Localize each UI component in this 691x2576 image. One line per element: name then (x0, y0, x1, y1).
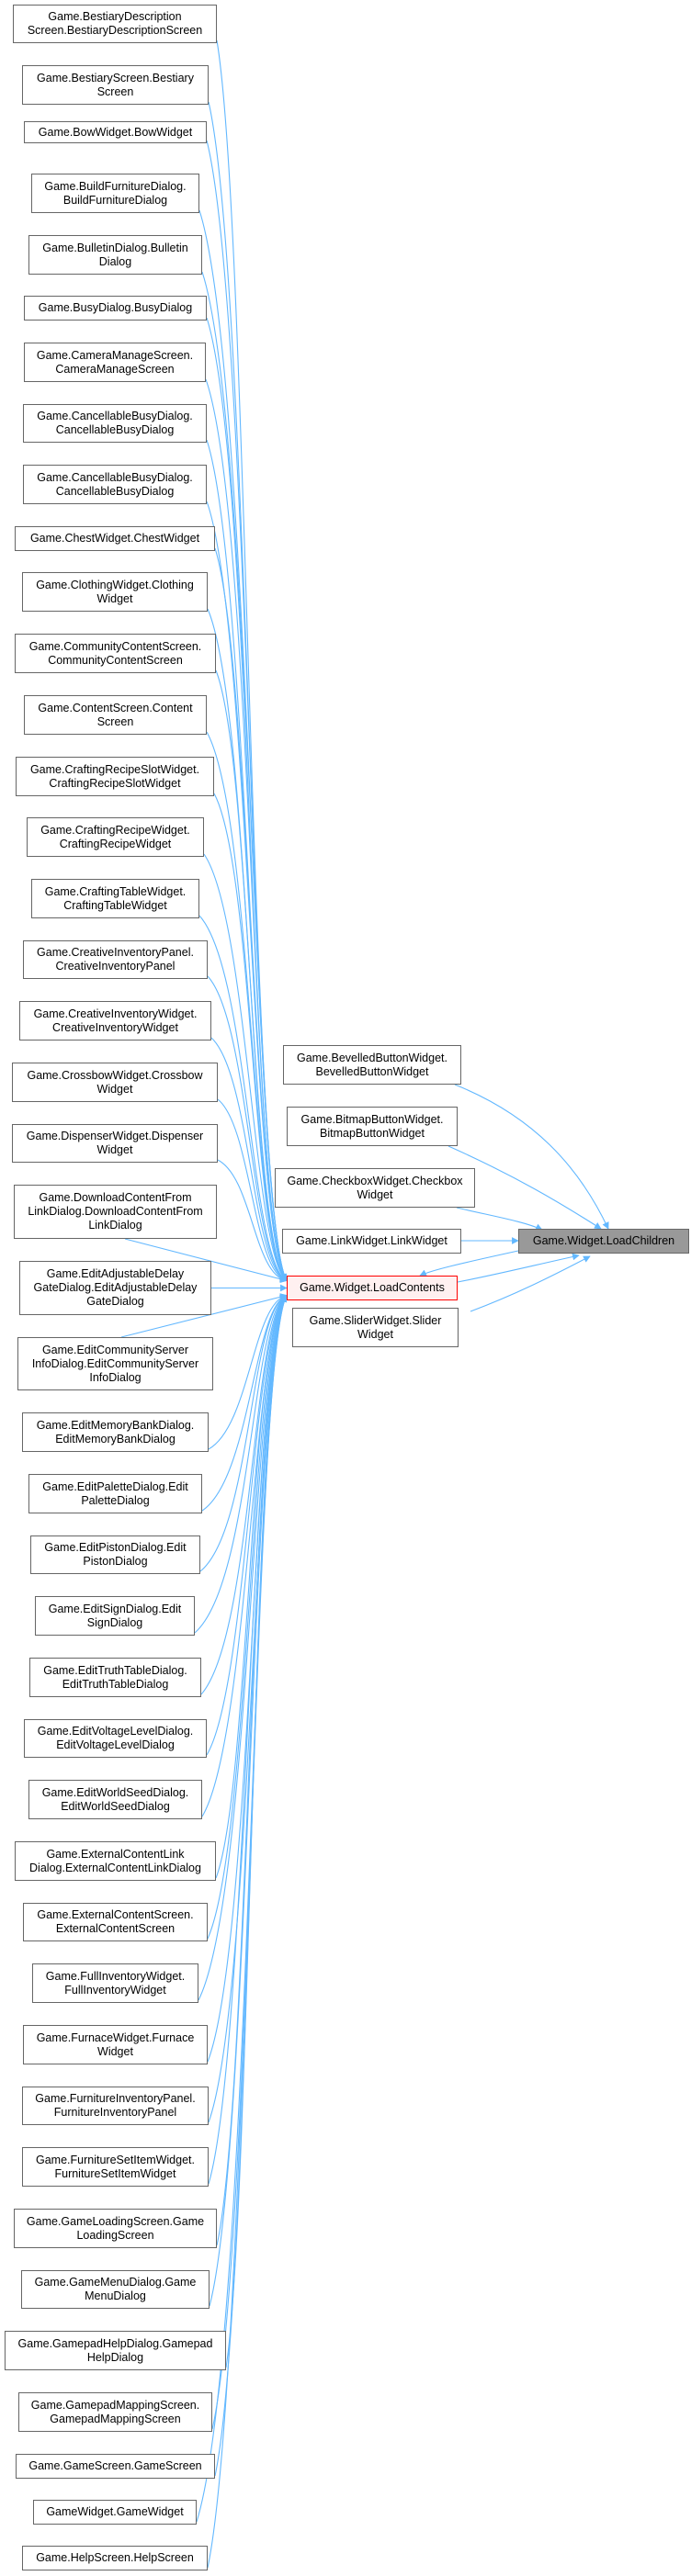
caller-node[interactable]: Game.CraftingRecipeWidget. CraftingRecip… (27, 817, 204, 857)
edge-bevelled-to-loadchildren (454, 1084, 609, 1230)
caller-node[interactable]: Game.EditPaletteDialog.Edit PaletteDialo… (28, 1474, 202, 1513)
caller-node[interactable]: Game.ExternalContentScreen. ExternalCont… (23, 1903, 208, 1941)
direct-caller-node[interactable]: Game.SliderWidget.Slider Widget (292, 1308, 459, 1347)
caller-node[interactable]: Game.FurnitureSetItemWidget. FurnitureSe… (22, 2147, 209, 2187)
caller-node[interactable]: Game.CreativeInventoryPanel. CreativeInv… (23, 940, 208, 979)
caller-node[interactable]: Game.EditTruthTableDialog. EditTruthTabl… (29, 1658, 201, 1697)
caller-node[interactable]: Game.ClothingWidget.Clothing Widget (22, 572, 208, 612)
edge-caller-to-loadcontents (208, 1294, 288, 2185)
caller-node[interactable]: Game.ChestWidget.ChestWidget (15, 526, 215, 551)
caller-node[interactable]: Game.FullInventoryWidget. FullInventoryW… (32, 1963, 198, 2003)
edge-caller-to-loadcontents (120, 1293, 288, 1338)
edge-loadcontents-to-loadchildren (457, 1253, 580, 1283)
edge-caller-to-loadcontents (124, 1238, 288, 1283)
edge-caller-to-loadcontents (198, 915, 288, 1281)
caller-node[interactable]: GameWidget.GameWidget (33, 2500, 197, 2525)
caller-node[interactable]: Game.GamepadMappingScreen. GamepadMappin… (18, 2392, 212, 2432)
edge-caller-to-loadcontents (205, 378, 288, 1282)
caller-node[interactable]: Game.ContentScreen.Content Screen (24, 695, 207, 735)
edge-caller-to-loadcontents (206, 140, 288, 1282)
caller-node[interactable]: Game.EditMemoryBankDialog. EditMemoryBan… (22, 1412, 209, 1452)
caller-node[interactable]: Game.FurnitureInventoryPanel. FurnitureI… (22, 2087, 209, 2125)
edge-checkbox-to-loadchildren (456, 1207, 543, 1231)
caller-node[interactable]: Game.ExternalContentLink Dialog.External… (15, 1841, 216, 1881)
caller-node[interactable]: Game.DownloadContentFrom LinkDialog.Down… (14, 1185, 217, 1239)
edge-caller-to-loadcontents (215, 1295, 288, 1879)
edge-caller-to-loadcontents (216, 39, 288, 1282)
edge-caller-to-loadcontents (217, 1159, 288, 1284)
edge-caller-to-loadcontents (198, 1294, 288, 2001)
caller-node[interactable]: Game.EditCommunityServer InfoDialog.Edit… (17, 1337, 213, 1390)
edge-caller-to-loadcontents (206, 1295, 288, 1756)
edge-loadchildren-to-loadcontents (419, 1250, 519, 1277)
direct-caller-node[interactable]: Game.LinkWidget.LinkWidget (282, 1229, 461, 1254)
edge-caller-to-loadcontents (216, 1294, 288, 2246)
caller-node[interactable]: Game.CommunityContentScreen. CommunityCo… (15, 634, 216, 673)
edge-caller-to-loadcontents (201, 271, 288, 1282)
caller-node[interactable]: Game.GameScreen.GameScreen (16, 2454, 215, 2479)
caller-node[interactable]: Game.BestiaryScreen.Bestiary Screen (22, 65, 209, 105)
edge-caller-to-loadcontents (217, 1098, 288, 1283)
loadcontents-node[interactable]: Game.Widget.LoadContents (287, 1276, 458, 1300)
edge-caller-to-loadcontents (206, 317, 288, 1282)
caller-node[interactable]: Game.EditWorldSeedDialog. EditWorldSeedD… (28, 1780, 202, 1819)
caller-node[interactable]: Game.EditVoltageLevelDialog. EditVoltage… (24, 1719, 207, 1758)
caller-node[interactable]: Game.HelpScreen.HelpScreen (22, 2546, 208, 2570)
caller-node[interactable]: Game.GameMenuDialog.Game MenuDialog (21, 2270, 210, 2309)
caller-node[interactable]: Game.CraftingTableWidget. CraftingTableW… (31, 879, 199, 918)
edge-caller-to-loadcontents (194, 1295, 288, 1634)
caller-node[interactable]: Game.DispenserWidget.Dispenser Widget (12, 1124, 218, 1163)
caller-node[interactable]: Game.GamepadHelpDialog.Gamepad HelpDialo… (5, 2331, 226, 2370)
direct-caller-node[interactable]: Game.BevelledButtonWidget. BevelledButto… (283, 1045, 461, 1085)
caller-node[interactable]: Game.FurnaceWidget.Furnace Widget (23, 2025, 208, 2064)
edge-caller-to-loadcontents (208, 1293, 288, 1450)
caller-node[interactable]: Game.EditAdjustableDelay GateDialog.Edit… (19, 1261, 211, 1315)
edge-caller-to-loadcontents (199, 1294, 288, 1572)
caller-node[interactable]: Game.BusyDialog.BusyDialog (24, 296, 207, 321)
caller-node[interactable]: Game.BowWidget.BowWidget (24, 121, 207, 143)
caller-node[interactable]: Game.CancellableBusyDialog. CancellableB… (23, 465, 207, 504)
caller-node[interactable]: Game.BuildFurnitureDialog. BuildFurnitur… (31, 174, 199, 213)
edge-slider-to-loadchildren (470, 1255, 591, 1312)
edge-caller-to-loadcontents (207, 975, 288, 1282)
caller-node[interactable]: Game.CreativeInventoryWidget. CreativeIn… (19, 1001, 211, 1041)
direct-caller-node[interactable]: Game.CheckboxWidget.Checkbox Widget (275, 1168, 475, 1208)
edge-caller-to-loadcontents (203, 853, 288, 1281)
caller-node[interactable]: Game.EditSignDialog.Edit SignDialog (35, 1596, 195, 1636)
caller-node[interactable]: Game.GameLoadingScreen.Game LoadingScree… (14, 2209, 217, 2248)
edge-caller-to-loadcontents (207, 1294, 288, 2569)
caller-node[interactable]: Game.CameraManageScreen. CameraManageScr… (24, 343, 206, 382)
edge-caller-to-loadcontents (214, 547, 288, 1282)
edge-caller-to-loadcontents (213, 793, 288, 1281)
edge-caller-to-loadcontents (200, 1295, 288, 1695)
caller-node[interactable]: Game.EditPistonDialog.Edit PistonDialog (30, 1535, 200, 1574)
caller-node[interactable]: Game.CancellableBusyDialog. CancellableB… (23, 404, 207, 443)
caller-node[interactable]: Game.BestiaryDescription Screen.Bestiary… (13, 5, 217, 43)
direct-caller-node[interactable]: Game.BitmapButtonWidget. BitmapButtonWid… (287, 1107, 458, 1146)
edge-bitmap-to-loadchildren (447, 1145, 602, 1230)
caller-node[interactable]: Game.CraftingRecipeSlotWidget. CraftingR… (16, 757, 214, 796)
loadchildren-focus-node: Game.Widget.LoadChildren (518, 1229, 689, 1254)
caller-node[interactable]: Game.BulletinDialog.Bulletin Dialog (28, 235, 202, 275)
edge-caller-to-loadcontents (207, 1294, 288, 1940)
edge-caller-to-loadcontents (209, 1294, 288, 2307)
caller-node[interactable]: Game.CrossbowWidget.Crossbow Widget (12, 1063, 218, 1102)
edge-caller-to-loadcontents (210, 1037, 288, 1282)
